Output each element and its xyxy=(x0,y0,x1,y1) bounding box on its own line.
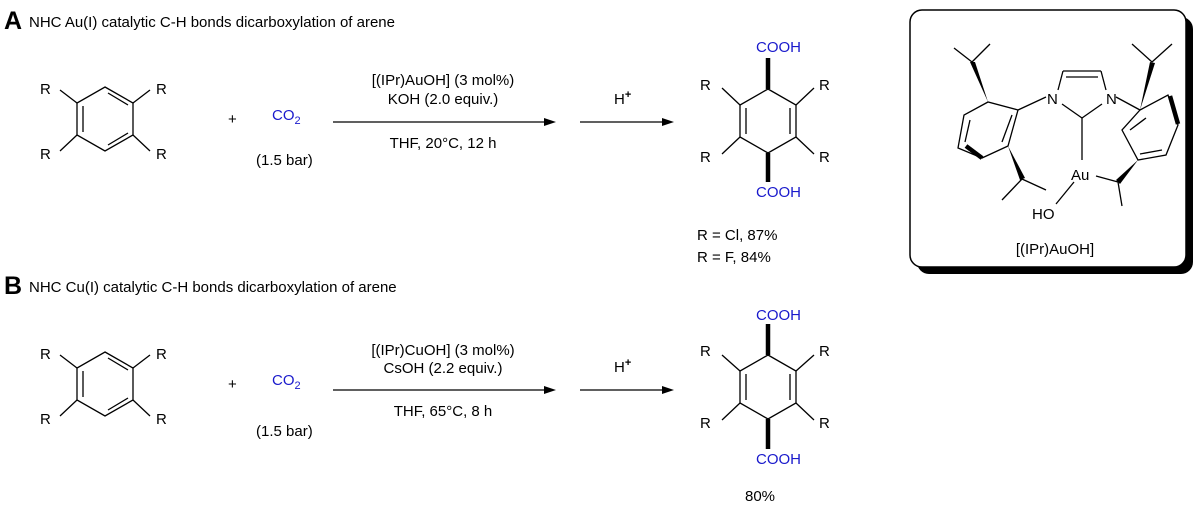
substituent-r: R xyxy=(700,77,711,94)
base-condition: CsOH (2.2 equiv.) xyxy=(384,360,503,377)
plus-sign: + xyxy=(228,376,237,393)
nitrogen-atom: N xyxy=(1106,91,1117,108)
product-arene-b: COOH COOH R R R R xyxy=(700,307,830,468)
cooh-group: COOH xyxy=(756,184,801,201)
section-a-label: A xyxy=(4,7,22,35)
product-arene-a: COOH COOH R R R R xyxy=(700,39,830,201)
substituent-r: R xyxy=(40,146,51,163)
reactant-arene-b: R R R R xyxy=(40,346,167,428)
co2-pressure: (1.5 bar) xyxy=(256,152,313,169)
reaction-arrow xyxy=(333,386,556,394)
substituent-r: R xyxy=(819,77,830,94)
co2-reagent: CO2 xyxy=(272,107,301,127)
catalyst-condition: [(IPr)CuOH] (3 mol%) xyxy=(371,342,514,359)
acid-workup: H+ xyxy=(614,89,631,108)
gold-atom: Au xyxy=(1071,167,1089,184)
section-b: B NHC Cu(I) catalytic C-H bonds dicarbox… xyxy=(4,272,830,505)
substituent-r: R xyxy=(700,415,711,432)
workup-arrow xyxy=(580,118,674,126)
substituent-r: R xyxy=(819,415,830,432)
yield-f: R = F, 84% xyxy=(697,249,771,266)
substituent-r: R xyxy=(819,343,830,360)
cooh-group: COOH xyxy=(756,451,801,468)
catalyst-structure-box: N N Au HO [(IPr)AuOH] xyxy=(909,9,1193,274)
solvent-temp-time: THF, 65°C, 8 h xyxy=(394,403,493,420)
section-b-label: B xyxy=(4,272,22,300)
yield-cl: R = Cl, 87% xyxy=(697,227,777,244)
section-a: A NHC Au(I) catalytic C-H bonds dicarbox… xyxy=(4,7,830,266)
substituent-r: R xyxy=(700,149,711,166)
substituent-r: R xyxy=(40,346,51,363)
substituent-r: R xyxy=(156,146,167,163)
cooh-group: COOH xyxy=(756,307,801,324)
base-condition: KOH (2.0 equiv.) xyxy=(388,91,499,108)
acid-workup: H+ xyxy=(614,357,631,376)
substituent-r: R xyxy=(156,411,167,428)
co2-reagent: CO2 xyxy=(272,372,301,392)
substituent-r: R xyxy=(156,346,167,363)
plus-sign: + xyxy=(228,111,237,128)
substituent-r: R xyxy=(819,149,830,166)
ipr-au-oh-structure: N N Au HO xyxy=(953,43,1181,223)
reactant-arene-a: R R R R xyxy=(40,81,167,163)
solvent-temp-time: THF, 20°C, 12 h xyxy=(390,135,497,152)
substituent-r: R xyxy=(40,411,51,428)
substituent-r: R xyxy=(40,81,51,98)
substituent-r: R xyxy=(700,343,711,360)
substituent-r: R xyxy=(156,81,167,98)
cooh-group: COOH xyxy=(756,39,801,56)
workup-arrow xyxy=(580,386,674,394)
reaction-arrow xyxy=(333,118,556,126)
hydroxide-ligand: HO xyxy=(1032,206,1055,223)
catalyst-caption: [(IPr)AuOH] xyxy=(1016,241,1094,258)
catalyst-condition: [(IPr)AuOH] (3 mol%) xyxy=(372,72,515,89)
section-a-title: NHC Au(I) catalytic C-H bonds dicarboxyl… xyxy=(29,14,395,31)
yield-value: 80% xyxy=(745,488,775,505)
section-b-title: NHC Cu(I) catalytic C-H bonds dicarboxyl… xyxy=(29,279,397,296)
co2-pressure: (1.5 bar) xyxy=(256,423,313,440)
nitrogen-atom: N xyxy=(1047,91,1058,108)
